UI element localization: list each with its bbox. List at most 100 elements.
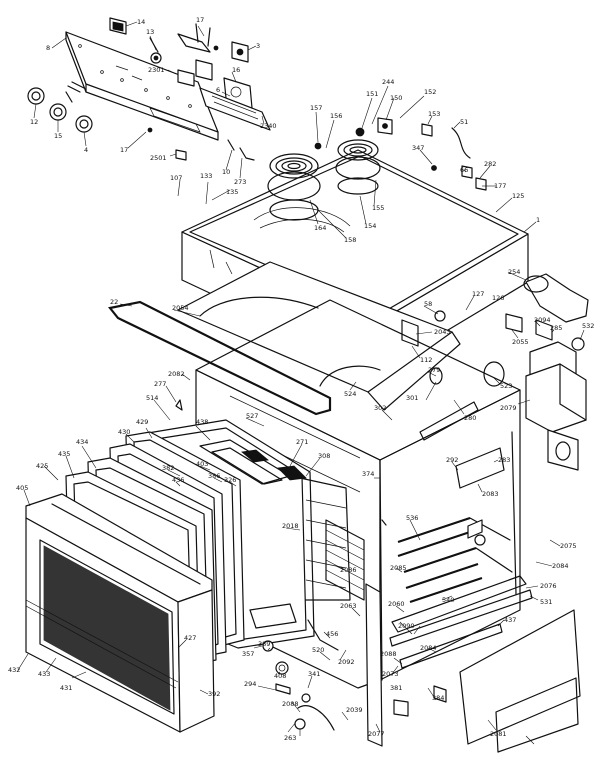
callout-label: 435 [58,450,70,458]
callout-label: 135 [226,188,238,196]
callout-label: 153 [428,110,440,118]
callout-label: 2301 [148,66,165,74]
callout-label: 2073 [382,670,399,678]
callout-label: 282 [484,160,496,168]
callout-label: 2060 [388,600,405,608]
callout-label: 308 [318,452,330,460]
callout-label: 2054 [172,304,189,312]
callout-label: 51 [460,118,468,126]
callout-label: 437 [504,616,516,624]
control-knobs [27,81,255,161]
callout-label: 254 [508,268,520,276]
bake-element [389,447,533,669]
timer-clock [109,17,127,35]
callout-label: 381 [390,684,402,692]
callout-label: 13 [146,28,154,36]
right-components [505,273,589,471]
callout-label: 433 [38,670,50,678]
callout-label: 2090 [398,622,415,630]
callout-label: 8 [46,44,50,52]
callout-label: 382 [162,464,174,472]
callout-label: 2076 [540,582,557,590]
callout-label: 514 [146,394,158,402]
callout-label: 158 [344,236,356,244]
callout-label: 244 [382,78,394,86]
callout-label: 277 [154,380,166,388]
callout-label: 126 [492,294,504,302]
callout-label: 2094 [534,316,551,324]
callout-label: 154 [364,222,376,230]
callout-label: 527 [246,412,258,420]
callout-label: 273 [234,178,246,186]
callout-label: 58 [424,300,432,308]
callout-label: 16 [232,66,240,74]
callout-label: 347 [412,144,424,152]
callout-label: 164 [314,224,326,232]
callout-label: 524 [344,390,356,398]
callout-label: 2081 [490,730,507,738]
callout-label: 151 [366,90,378,98]
bottom-panels [365,583,581,753]
callout-label: 279 [428,366,440,374]
callout-label: 2088 [380,650,397,658]
callout-label: 357 [242,650,254,658]
callout-label: 12 [30,118,38,126]
callout-label: 292 [446,456,458,464]
callout-label: 17 [196,16,204,24]
callout-label: 432 [8,666,20,674]
callout-label: 17 [120,146,128,154]
callout-label: 301 [406,394,418,402]
callout-label: 152 [424,88,436,96]
callout-label: 177 [494,182,506,190]
callout-label: 425 [36,462,48,470]
callout-label: 125 [512,192,524,200]
callout-label: 540 [442,596,454,604]
callout-label: 436 [172,476,184,484]
small-hardware [275,683,447,731]
callout-label: 523 [500,382,512,390]
callout-label: 431 [60,684,72,692]
callout-label: 133 [200,172,212,180]
callout-label: 520 [312,646,324,654]
callout-label: 536 [406,514,418,522]
callout-label: 271 [296,438,308,446]
callout-labels: 14 8 13 2301 17 3 16 6 12 15 4 17 2501 1… [8,16,594,742]
callout-label: 429 [136,418,148,426]
callout-label: 107 [170,174,182,182]
callout-label: 3 [256,42,260,50]
callout-label: 150 [390,94,402,102]
leader-lines [17,21,585,745]
callout-label: 2501 [150,154,167,162]
callout-label: 2055 [512,338,529,346]
callout-label: 2086 [340,566,357,574]
callout-label: 2063 [340,602,357,610]
callout-label: 2075 [560,542,577,550]
callout-label: 2082 [168,370,185,378]
callout-label: 456 [326,630,338,638]
callout-label: 2084 [552,562,569,570]
callout-label: 4 [84,146,88,154]
callout-label: 386 [208,472,220,480]
top-switches [149,23,249,64]
control-panel [65,31,219,141]
callout-label: 2088 [282,700,299,708]
callout-label: 427 [184,634,196,642]
callout-label: 15 [54,132,62,140]
callout-label: 341 [308,670,320,678]
callout-label: 294 [244,680,256,688]
callout-label: 280 [464,414,476,422]
surface-elements [267,127,381,221]
callout-label: 392 [208,690,220,698]
callout-label: 2340 [260,122,277,130]
callout-label: 66 [460,166,468,174]
callout-label: 283 [498,456,510,464]
callout-label: 157 [310,104,322,112]
callout-label: 14 [137,18,145,26]
callout-label: 2043 [434,328,451,336]
callout-label: 374 [362,470,374,478]
callout-label: 2084 [420,644,437,652]
callout-label: 127 [472,290,484,298]
callout-label: 155 [372,204,384,212]
